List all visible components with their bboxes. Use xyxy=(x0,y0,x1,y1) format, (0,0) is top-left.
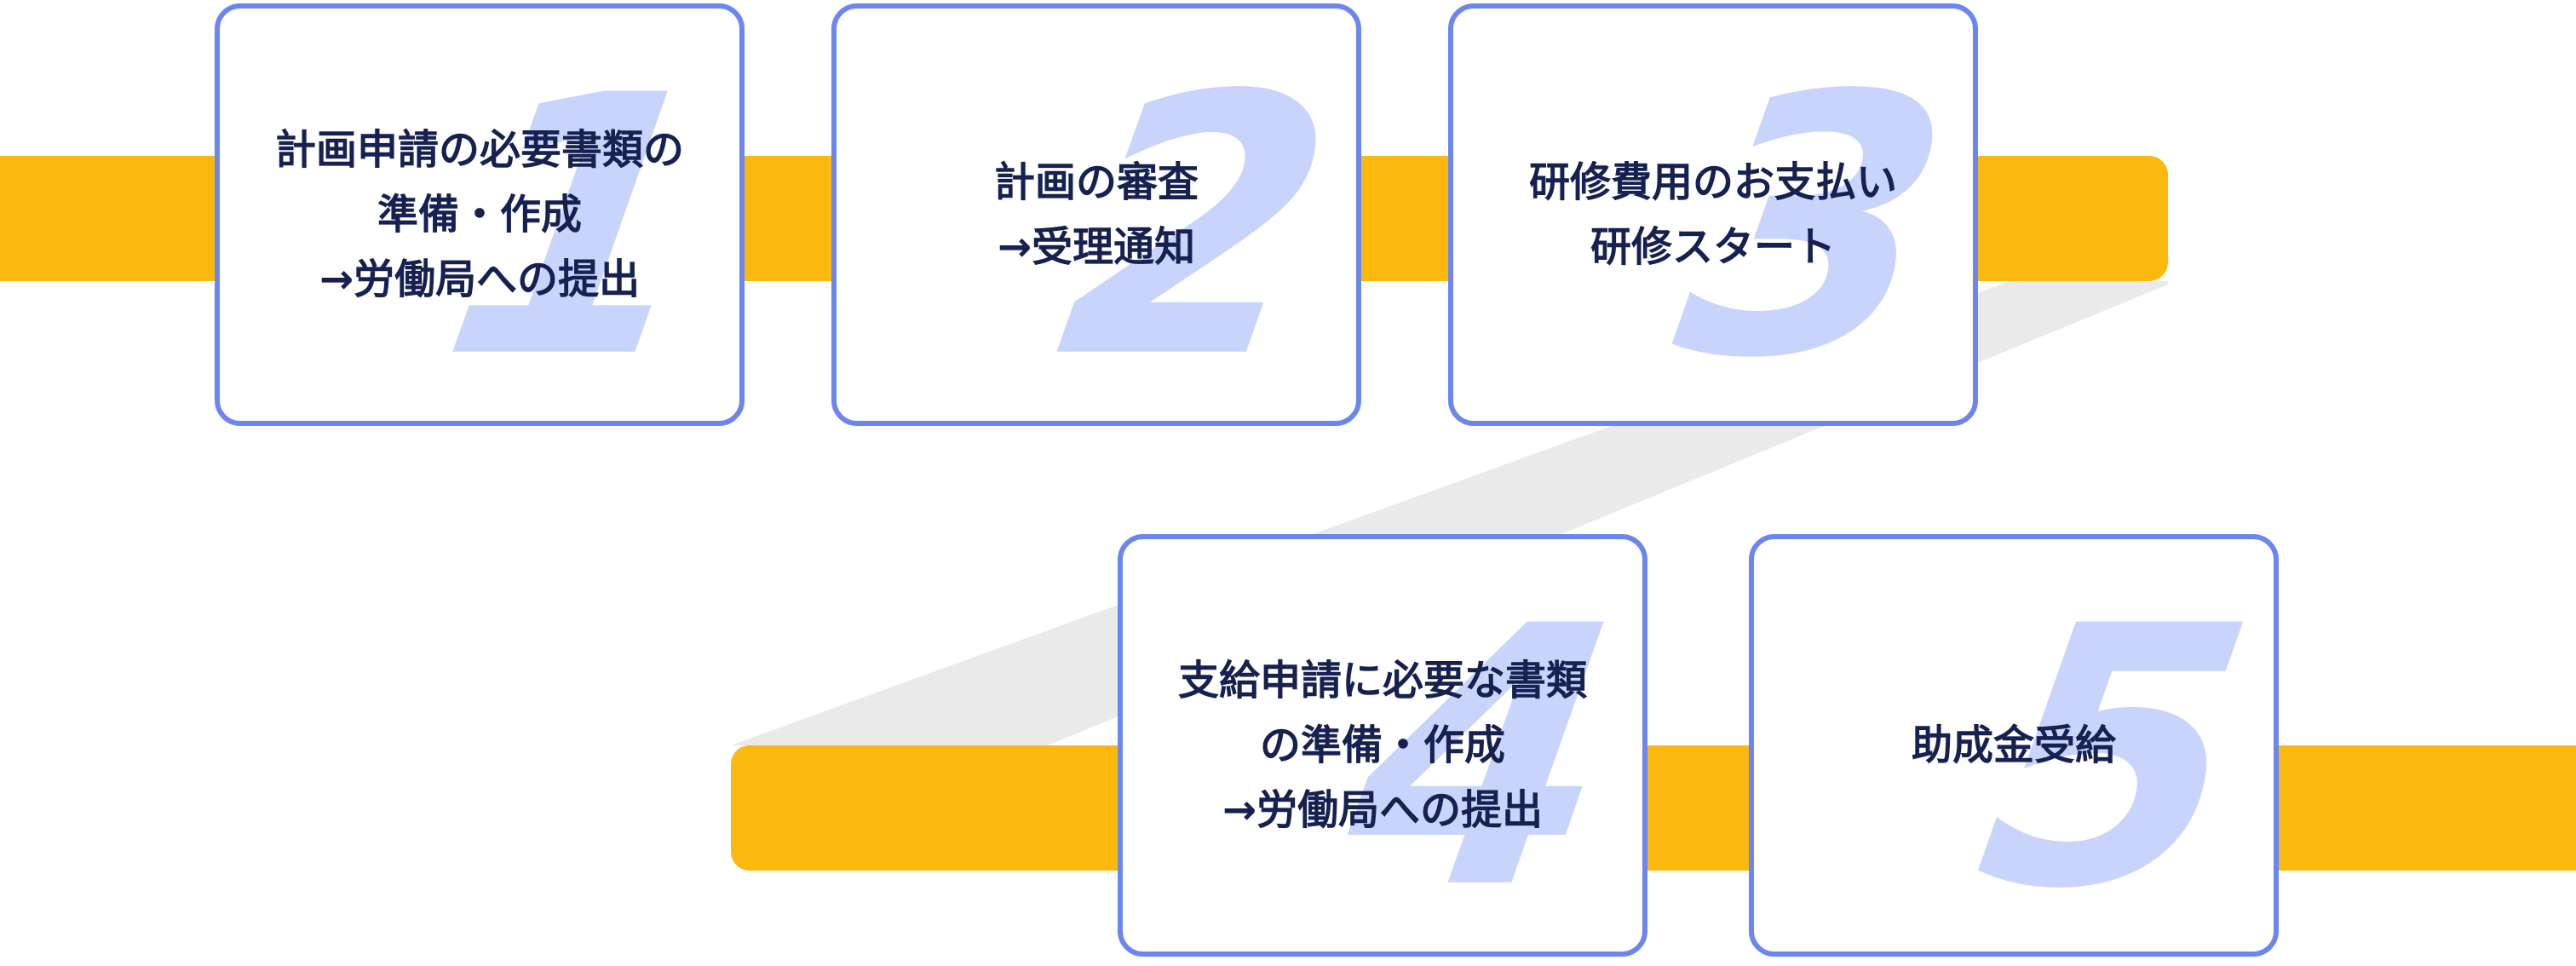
step-text-3: 研修費用のお支払い 研修スタート xyxy=(1453,9,1973,421)
step-text-4: 支給申請に必要な書類 の準備・作成 →労働局への提出 xyxy=(1123,539,1642,952)
step-card-5: 5 助成金受給 xyxy=(1749,534,2279,957)
step-5-line-1: 助成金受給 xyxy=(1911,722,2116,769)
step-4-line-3: →労働局への提出 xyxy=(1222,786,1544,834)
step-card-2: 2 計画の審査 →受理通知 xyxy=(831,3,1361,426)
step-1-line-2: 準備・作成 xyxy=(377,191,582,239)
step-3-line-2: 研修スタート xyxy=(1590,223,1836,271)
step-text-2: 計画の審査 →受理通知 xyxy=(837,9,1356,421)
step-card-1: 1 計画申請の必要書類の 準備・作成 →労働局への提出 xyxy=(215,3,745,426)
step-4-line-1: 支給申請に必要な書類 xyxy=(1177,657,1587,704)
step-2-line-2: →受理通知 xyxy=(997,223,1196,271)
step-3-line-1: 研修費用のお支払い xyxy=(1528,158,1897,206)
step-4-line-2: の準備・作成 xyxy=(1259,722,1505,769)
step-1-line-1: 計画申請の必要書類の xyxy=(274,126,684,174)
step-card-4: 4 支給申請に必要な書類 の準備・作成 →労働局への提出 xyxy=(1118,534,1647,957)
step-1-line-3: →労働局への提出 xyxy=(319,256,641,303)
step-text-1: 計画申請の必要書類の 準備・作成 →労働局への提出 xyxy=(220,9,739,421)
step-text-5: 助成金受給 xyxy=(1754,539,2274,952)
step-card-3: 3 研修費用のお支払い 研修スタート xyxy=(1448,3,1978,426)
step-2-line-1: 計画の審査 xyxy=(993,158,1199,206)
bottom-band xyxy=(731,745,2576,871)
